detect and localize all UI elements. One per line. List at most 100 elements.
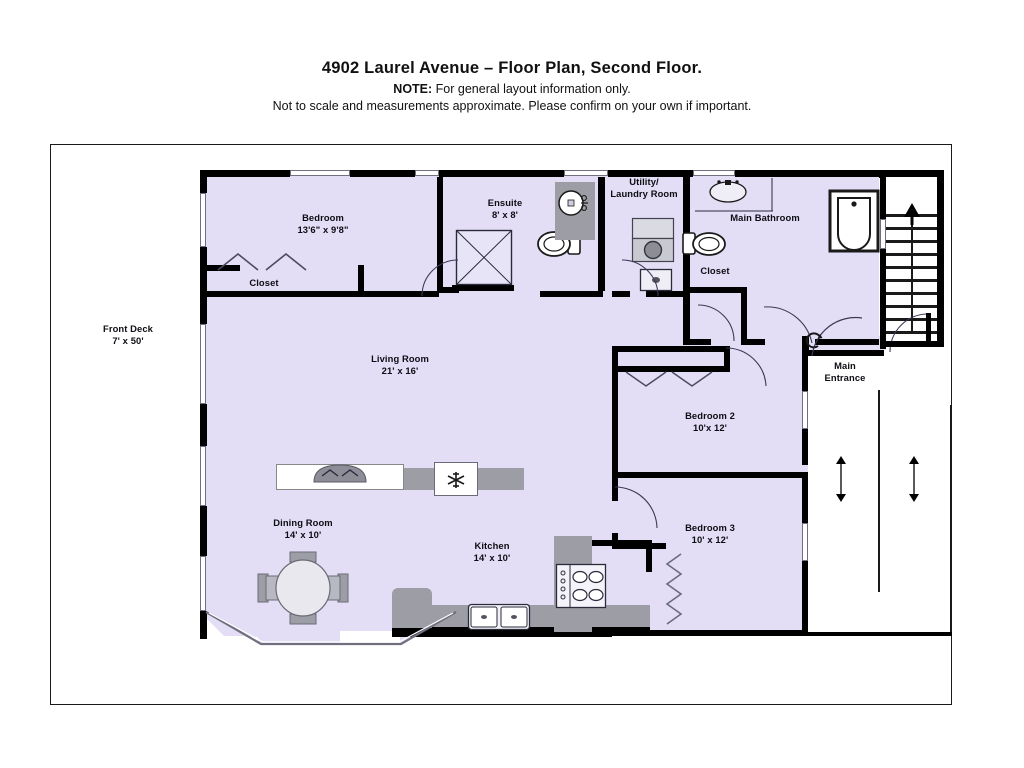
bed2-door-swing-icon: [725, 347, 767, 387]
wall-top-left: [200, 170, 290, 177]
living-room-dims: 21' x 16': [381, 364, 419, 376]
counter-right: [478, 468, 524, 490]
front-deck-dims: 7' x 50': [112, 334, 144, 346]
wall-bed3-left: [612, 478, 618, 501]
wall-bottom-kitchen: [392, 632, 612, 637]
bay-window-frame: [205, 611, 457, 646]
note-line-1: NOTE: For general layout information onl…: [0, 82, 1024, 96]
bedroom2-dims: 10'x 12': [693, 421, 727, 433]
ensuite-name: Ensuite: [487, 197, 523, 208]
dimension-arrow-right-icon: [909, 456, 919, 502]
wall-left-5: [200, 611, 207, 639]
wall-upper-div-left2: [364, 291, 439, 297]
stair-stringer: [911, 216, 913, 334]
bay-left-gap: [196, 637, 258, 667]
wall-left-3: [200, 404, 207, 446]
wall-closet2-top: [683, 287, 747, 293]
bedroom2-name: Bedroom 2: [685, 410, 735, 421]
living-room-name: Living Room: [371, 353, 429, 364]
dining-room-dims: 14' x 10': [284, 528, 322, 540]
wall-entrance-left: [802, 336, 809, 356]
sofa-icon: [313, 464, 367, 483]
main-bathroom-label: Main Bathroom: [730, 212, 800, 223]
wall-bed3-bottom: [612, 630, 808, 636]
wall-stair-left-low: [880, 341, 886, 347]
kitchen-upper-cab: [392, 588, 432, 628]
window-top-1: [290, 170, 350, 176]
wall-hall-bottom-3: [815, 339, 879, 345]
window-top-4: [693, 170, 735, 176]
wall-upper-div-mid2: [612, 291, 630, 297]
vanity-sink-icon: [695, 178, 773, 212]
closet1-label: Closet: [249, 277, 279, 288]
window-top-2: [415, 170, 439, 176]
wall-left-2: [200, 247, 207, 324]
window-left-4: [200, 556, 206, 611]
closet2-door-swing-icon: [697, 304, 735, 342]
deck-divider-center: [878, 390, 880, 592]
wall-stair-bottom: [886, 341, 944, 347]
double-sink-icon: [467, 603, 531, 631]
wall-closet2-right: [741, 287, 747, 345]
window-top-3: [564, 170, 608, 176]
shower-icon: [455, 229, 513, 286]
wall-bed2-closet: [612, 366, 730, 372]
window-left-1: [200, 193, 206, 247]
wall-bed1-ensuite-b: [437, 277, 443, 293]
bedroom1-label: Bedroom 13'6" x 9'8": [263, 212, 383, 235]
wall-bed1-ensuite: [437, 177, 443, 277]
hall-door-swing-icon: [763, 306, 813, 344]
note-label: NOTE:: [393, 82, 433, 96]
bed2-closet-doors-icon: [625, 371, 713, 387]
wall-bed3-right2: [802, 561, 808, 636]
sink-icon: [558, 190, 588, 216]
wall-ensuite-bottom: [437, 287, 459, 293]
dining-room-label: Dining Room 14' x 10': [243, 517, 363, 540]
bed3-closet-accordion-icon: [665, 553, 683, 625]
wall-top-c: [608, 170, 693, 177]
wall-kitchen-nook-top: [592, 540, 652, 546]
wall-bed2-closet-r: [724, 346, 730, 372]
wall-right-stair-in: [880, 177, 886, 219]
dimension-arrow-left-icon: [836, 456, 846, 502]
wall-right-upper: [937, 170, 944, 345]
wall-bed3-closet-top: [618, 543, 666, 549]
wall-kitchen-nook-r: [646, 540, 652, 572]
wall-right-stair-in2: [880, 249, 886, 349]
stair-door-jamb: [926, 313, 931, 341]
utility-line-1: Utility/: [629, 176, 659, 187]
window-bed3: [802, 523, 808, 561]
kitchen-dims: 14' x 10': [473, 551, 511, 563]
fill-bedroom1: [206, 175, 441, 291]
wall-bed3-right: [802, 478, 808, 523]
fill-bed23: [612, 346, 808, 636]
ensuite-label: Ensuite 8' x 8': [455, 197, 555, 220]
bedroom1-dims: 13'6" x 9'8": [297, 223, 349, 235]
bathtub-icon: [828, 189, 880, 253]
kitchen-label: Kitchen 14' x 10': [432, 540, 552, 563]
wall-top-b: [439, 170, 564, 177]
ensuite-dims: 8' x 8': [491, 208, 518, 220]
bedroom3-dims: 10' x 12': [691, 533, 729, 545]
wall-upper-div-left: [206, 291, 364, 297]
wall-bath-stair: [879, 170, 886, 178]
window-bed2: [802, 391, 808, 429]
bed3-door-swing-icon: [614, 486, 658, 529]
bedroom1-name: Bedroom: [302, 212, 344, 223]
wall-bed2-right2: [802, 429, 808, 465]
wall-top-a: [350, 170, 415, 177]
wall-bed2-right: [802, 346, 808, 391]
wall-bed2-top: [612, 346, 724, 352]
utility-label: Utility/ Laundry Room: [588, 176, 700, 199]
wall-ensuite-utility: [598, 177, 605, 291]
living-room-label: Living Room 21' x 16': [340, 353, 460, 376]
wall-left-4: [200, 506, 207, 556]
dining-room-name: Dining Room: [273, 517, 333, 528]
note-text: For general layout information only.: [435, 82, 631, 96]
stairs-up-arrow-icon: [904, 203, 920, 225]
kitchen-name: Kitchen: [474, 540, 510, 551]
wall-bed2-bed3: [612, 472, 808, 478]
snowflake-icon: [447, 472, 465, 488]
window-right-stair: [880, 219, 886, 249]
utility-line-2: Laundry Room: [610, 187, 678, 199]
